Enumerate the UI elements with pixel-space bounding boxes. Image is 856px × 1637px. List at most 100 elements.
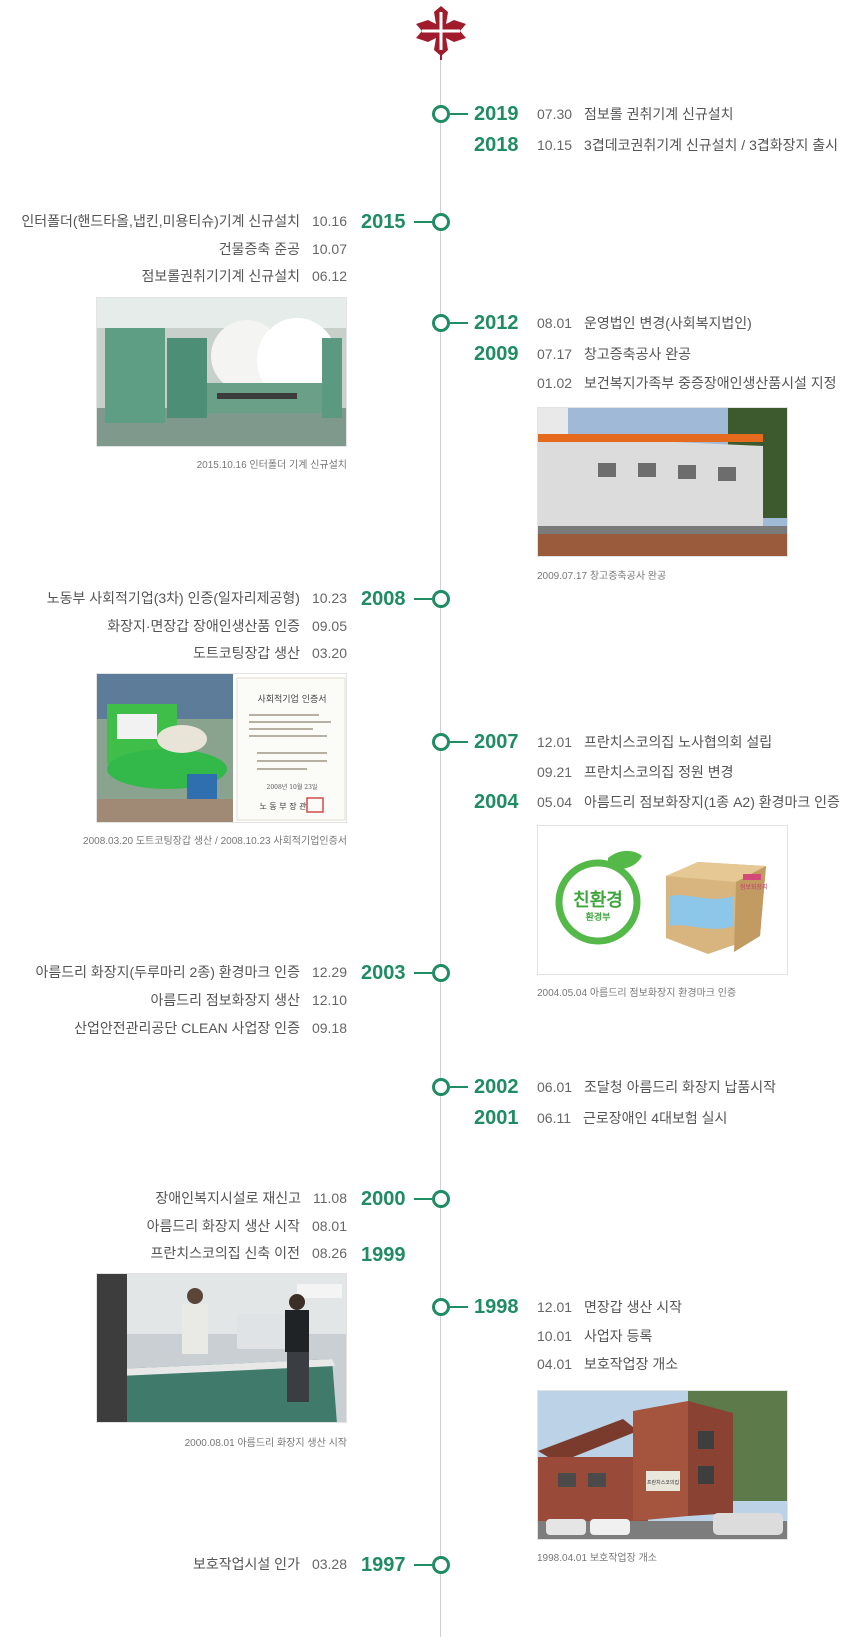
event-item: 10.01 사업자 등록 (537, 1326, 652, 1346)
photo-caption: 2000.08.01 아름드리 화장지 생산 시작 (184, 1438, 347, 1449)
year-2003: 2003 (361, 962, 406, 984)
event-item: 아름드리 점보화장지 생산 12.10 (150, 990, 347, 1010)
timeline-tick (414, 972, 432, 974)
timeline-node-2012 (432, 314, 450, 332)
photo-warehouse (537, 407, 788, 557)
event-date: 12.01 (537, 1299, 573, 1315)
timeline-tick (450, 113, 468, 115)
event-text: 창고증축공사 완공 (584, 346, 691, 362)
timeline-tick (414, 221, 432, 223)
event-text: 화장지·면장갑 장애인생산품 인증 (107, 618, 300, 634)
event-item: 도트코팅장갑 생산 03.20 (193, 643, 347, 663)
event-date: 07.17 (537, 346, 573, 362)
event-text: 노동부 사회적기업(3차) 인증(일자리제공형) (46, 590, 300, 606)
event-text: 아름드리 화장지(두루마리 2종) 환경마크 인증 (35, 964, 300, 980)
timeline-tick (414, 1564, 432, 1566)
photo-caption: 2009.07.17 창고증축공사 완공 (537, 571, 667, 582)
photo-glove-production-certificate: 사회적기업 인증서 2008년 10월 23일 노 동 부 장 관 (96, 673, 347, 823)
event-date: 10.07 (311, 241, 347, 257)
event-date: 05.04 (537, 794, 573, 810)
event-date: 10.15 (537, 137, 573, 153)
year-2001: 2001 (474, 1107, 519, 1129)
photo-tissue-production (96, 1273, 347, 1423)
event-date: 12.01 (537, 734, 573, 750)
timeline-tick (414, 598, 432, 600)
event-item: 프란치스코의집 신축 이전 08.26 (150, 1243, 347, 1263)
photo-eco-mark: 친환경 환경부 점보화장지 (537, 825, 788, 975)
eco-mark-sublabel: 환경부 (585, 912, 611, 922)
year-2007: 2007 (474, 731, 519, 753)
event-item: 07.30 점보롤 권취기계 신규설치 (537, 104, 734, 124)
event-date: 08.01 (537, 315, 573, 331)
event-date: 04.01 (537, 1356, 573, 1372)
year-2002: 2002 (474, 1076, 519, 1098)
event-item: 산업안전관리공단 CLEAN 사업장 인증 09.18 (74, 1018, 347, 1038)
timeline-node-1997 (432, 1556, 450, 1574)
event-text: 장애인복지시설로 재신고 (155, 1190, 301, 1206)
event-date: 03.20 (311, 645, 347, 661)
photo-interfolder-machine (96, 297, 347, 447)
event-text: 운영법인 변경(사회복지법인) (584, 315, 752, 331)
eco-mark-label: 친환경 (573, 890, 623, 910)
event-date: 10.01 (537, 1328, 573, 1344)
event-text: 조달청 아름드리 화장지 납품시작 (584, 1079, 777, 1095)
event-date: 12.10 (311, 992, 347, 1008)
event-date: 09.05 (311, 618, 347, 634)
certificate-title: 사회적기업 인증서 (257, 695, 327, 705)
event-text: 보건복지가족부 중증장애인생산품시설 지정 (584, 375, 837, 391)
event-date: 08.26 (311, 1245, 347, 1261)
timeline-axis (440, 40, 441, 1637)
event-text: 아름드리 화장지 생산 시작 (146, 1218, 300, 1234)
event-text: 점보롤 권취기계 신규설치 (584, 106, 734, 122)
photo-caption: 2015.10.16 인터폴더 기계 신규설치 (196, 460, 347, 471)
event-date: 06.01 (537, 1079, 573, 1095)
event-text: 도트코팅장갑 생산 (193, 645, 300, 661)
event-text: 보호작업장 개소 (584, 1356, 679, 1372)
cross-emblem-icon (416, 6, 466, 60)
event-item: 노동부 사회적기업(3차) 인증(일자리제공형)10.23 (47, 588, 347, 608)
timeline-node-2000 (432, 1190, 450, 1208)
certificate-issuer: 노 동 부 장 관 (259, 802, 307, 811)
event-text: 프란치스코의집 노사협의회 설립 (584, 734, 773, 750)
timeline-node-1998 (432, 1298, 450, 1316)
timeline-tick (414, 1198, 432, 1200)
timeline-node-2015 (432, 213, 450, 231)
timeline-node-2007 (432, 733, 450, 751)
event-date: 07.30 (537, 106, 573, 122)
event-date: 08.01 (311, 1218, 347, 1234)
event-date: 06.12 (311, 268, 347, 284)
event-item: 장애인복지시설로 재신고 11.08 (155, 1188, 347, 1208)
event-date: 11.08 (313, 1190, 347, 1206)
event-date: 10.16 (311, 213, 347, 229)
year-2015: 2015 (361, 211, 406, 233)
year-1999: 1999 (361, 1244, 406, 1266)
event-text: 프란치스코의집 신축 이전 (150, 1245, 300, 1261)
timeline-node-2008 (432, 590, 450, 608)
event-text: 아름드리 점보화장지(1종 A2) 환경마크 인증 (584, 794, 840, 810)
event-date: 01.02 (537, 375, 573, 391)
event-item: 화장지·면장갑 장애인생산품 인증 09.05 (107, 616, 347, 636)
event-item: 05.04 아름드리 점보화장지(1종 A2) 환경마크 인증 (537, 792, 840, 812)
event-date: 09.18 (311, 1020, 347, 1036)
year-2009: 2009 (474, 343, 519, 365)
event-item: 아름드리 화장지 생산 시작 08.01 (147, 1216, 347, 1236)
timeline-node-2003 (432, 964, 450, 982)
year-2018: 2018 (474, 134, 519, 156)
timeline-node-2019 (432, 105, 450, 123)
photo-workshop-building: 프란치스코의집 (537, 1390, 788, 1540)
event-text: 건물증축 준공 (218, 241, 300, 257)
event-date: 03.28 (311, 1556, 347, 1572)
event-item: 04.01 보호작업장 개소 (537, 1354, 678, 1374)
photo-caption: 2008.03.20 도트코팅장갑 생산 / 2008.10.23 사회적기업인… (83, 836, 347, 847)
photo-caption: 1998.04.01 보호작업장 개소 (537, 1553, 658, 1564)
event-text: 산업안전관리공단 CLEAN 사업장 인증 (74, 1020, 300, 1036)
event-text: 사업자 등록 (584, 1328, 653, 1344)
box-label: 점보화장지 (740, 885, 768, 891)
event-text: 아름드리 점보화장지 생산 (150, 992, 300, 1008)
